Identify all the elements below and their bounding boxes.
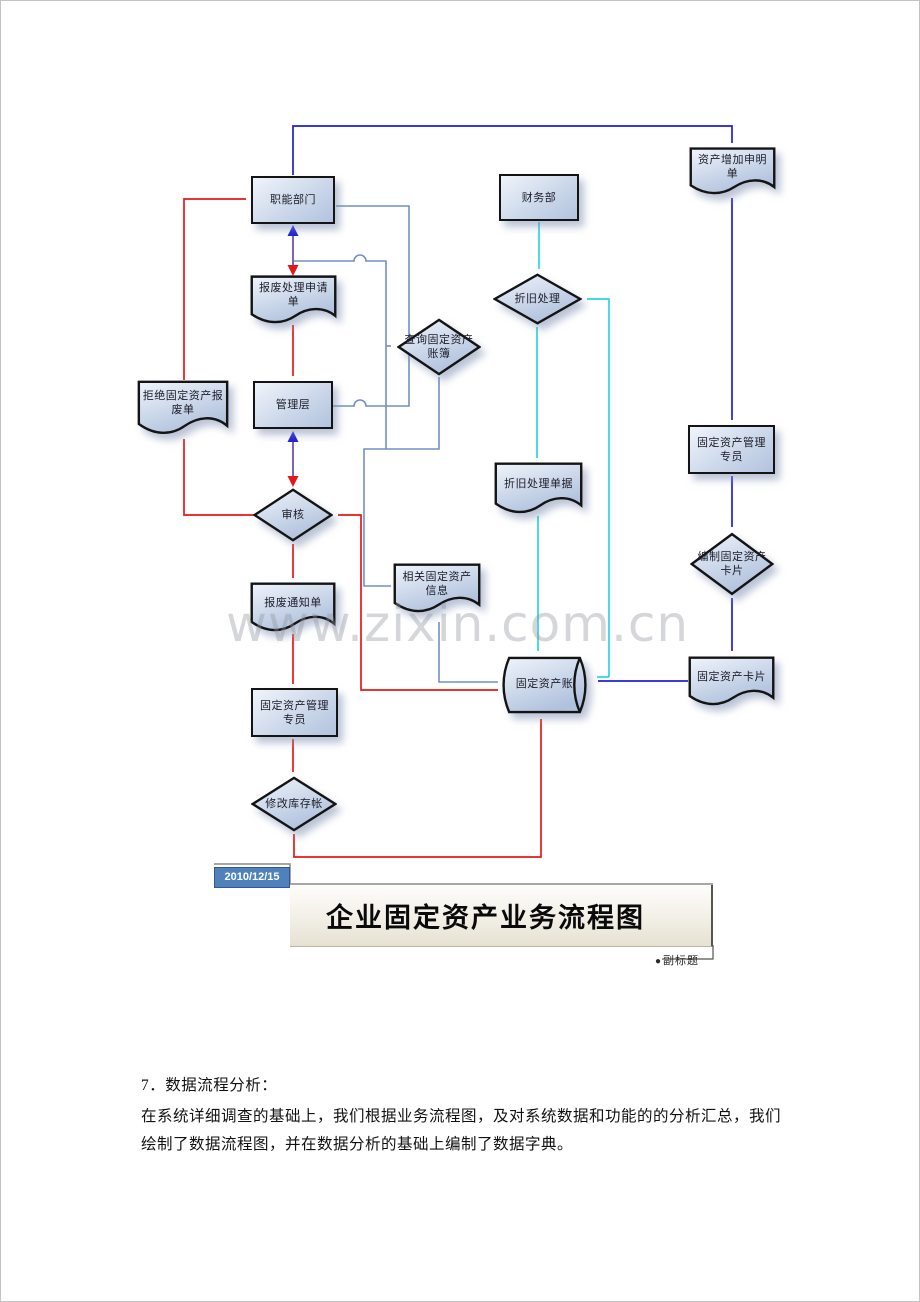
node-label: 管理层	[275, 399, 311, 411]
dual-flow-lines	[287, 225, 299, 487]
connector-query-to-info	[363, 377, 440, 587]
node-label: 固定资产账	[515, 678, 574, 690]
bullet-icon: ●	[655, 956, 663, 967]
flow-node-depreciation-decision: 折旧处理	[493, 273, 582, 325]
node-label: 审核	[281, 509, 305, 521]
document-shape-icon	[137, 380, 229, 435]
flow-node-modify-inventory-decision: 修改库存帐	[251, 776, 337, 832]
blue-flow-lines	[292, 125, 733, 682]
node-label: 职能部门	[270, 194, 316, 206]
node-label: 修改库存帐	[265, 798, 323, 810]
flow-node-asset-specialist-right: 固定资产管理专员	[688, 425, 775, 474]
subtitle-caption: ●副标题	[655, 952, 699, 968]
flow-node-management: 管理层	[253, 381, 333, 429]
flow-node-finance-dept: 财务部	[499, 174, 579, 221]
subtitle-callout-line	[662, 945, 714, 960]
diamond-shape-icon	[253, 488, 333, 542]
connector-ledger-to-audit	[338, 514, 498, 691]
node-label: 拒绝固定资产报废单	[142, 390, 224, 416]
flow-node-scrap-request-form: 报废处理申请单	[250, 275, 337, 324]
document-shape-icon	[688, 656, 775, 706]
flow-node-fixed-asset-ledger: 固定资产账	[498, 656, 591, 714]
connector-loop-to-depreciation	[587, 298, 610, 677]
node-label: 折旧处理单据	[504, 477, 573, 490]
connector-branch-down	[293, 254, 387, 449]
node-label: 查询固定资产账簿	[404, 334, 474, 360]
diagram-title: 企业固定资产业务流程图	[326, 903, 645, 933]
diamond-shape-icon	[493, 273, 582, 325]
flow-node-scrap-notice: 报废通知单	[250, 582, 336, 632]
diamond-shape-icon	[397, 318, 481, 376]
node-label: 编制固定资产卡片	[697, 551, 767, 577]
connector-audit-to-reject	[183, 439, 254, 516]
node-label: 固定资产管理专员	[260, 699, 329, 726]
flow-node-asset-card: 固定资产卡片	[688, 656, 775, 706]
node-label: 折旧处理	[514, 293, 561, 305]
section-paragraph: 在系统详细调查的基础上，我们根据业务流程图，及对系统数据和功能的的分析汇总，我们…	[141, 1108, 782, 1153]
document-shape-icon	[250, 582, 336, 632]
node-label: 固定资产管理专员	[697, 436, 766, 463]
red-flow-lines	[183, 198, 542, 858]
connector-management-to-dept	[333, 205, 410, 407]
flow-node-asset-specialist-left: 固定资产管理专员	[251, 688, 338, 737]
diamond-shape-icon	[251, 776, 337, 832]
flow-node-compile-card-decision: 编制固定资产卡片	[690, 532, 774, 596]
subtitle-label: 副标题	[663, 955, 700, 967]
document-shape-icon	[250, 275, 337, 324]
flow-node-reject-scrap-form: 拒绝固定资产报废单	[137, 380, 229, 435]
arrowhead-up-blue	[287, 431, 299, 442]
flow-node-asset-increase-form: 资产增加申明单	[689, 147, 776, 195]
node-label: 财务部	[521, 191, 557, 204]
title-divider-line	[214, 863, 713, 885]
connector-dept-to-declaration	[292, 125, 733, 175]
diamond-shape-icon	[690, 532, 774, 596]
section-heading: 7．数据流程分析：	[141, 1077, 278, 1094]
node-label: 相关固定资产信息	[402, 570, 472, 597]
diagram-title-box: 企业固定资产业务流程图	[290, 885, 713, 947]
flow-node-audit-decision: 审核	[253, 488, 333, 542]
flow-node-query-ledger-decision: 查询固定资产账簿	[397, 318, 481, 376]
connector-ledger-to-info	[438, 622, 498, 683]
arrowhead-down-red	[287, 265, 299, 276]
flow-node-functional-dept: 职能部门	[251, 176, 335, 224]
storage-shape-icon	[498, 656, 591, 714]
flow-node-depreciation-voucher: 折旧处理单据	[494, 462, 583, 514]
arrowhead-down-red	[287, 476, 299, 487]
connector-modify-to-ledger	[293, 719, 542, 858]
node-label: 报废通知单	[264, 596, 322, 609]
node-label: 资产增加申明单	[698, 153, 767, 180]
document-shape-icon	[494, 462, 583, 514]
node-label: 固定资产卡片	[697, 670, 766, 683]
arrowhead-up-blue	[287, 225, 299, 236]
steel-flow-lines	[293, 205, 498, 683]
flow-node-related-asset-info: 相关固定资产信息	[393, 563, 481, 613]
date-badge: 2010/12/15	[214, 867, 290, 888]
node-label: 报废处理申请单	[259, 282, 328, 308]
document-shape-icon	[393, 563, 481, 613]
cyan-flow-lines	[536, 222, 610, 678]
document-shape-icon	[689, 147, 776, 195]
connector-reject-to-dept	[183, 198, 246, 380]
body-text-section: 7．数据流程分析： 在系统详细调查的基础上，我们根据业务流程图，及对系统数据和功…	[141, 1073, 821, 1159]
